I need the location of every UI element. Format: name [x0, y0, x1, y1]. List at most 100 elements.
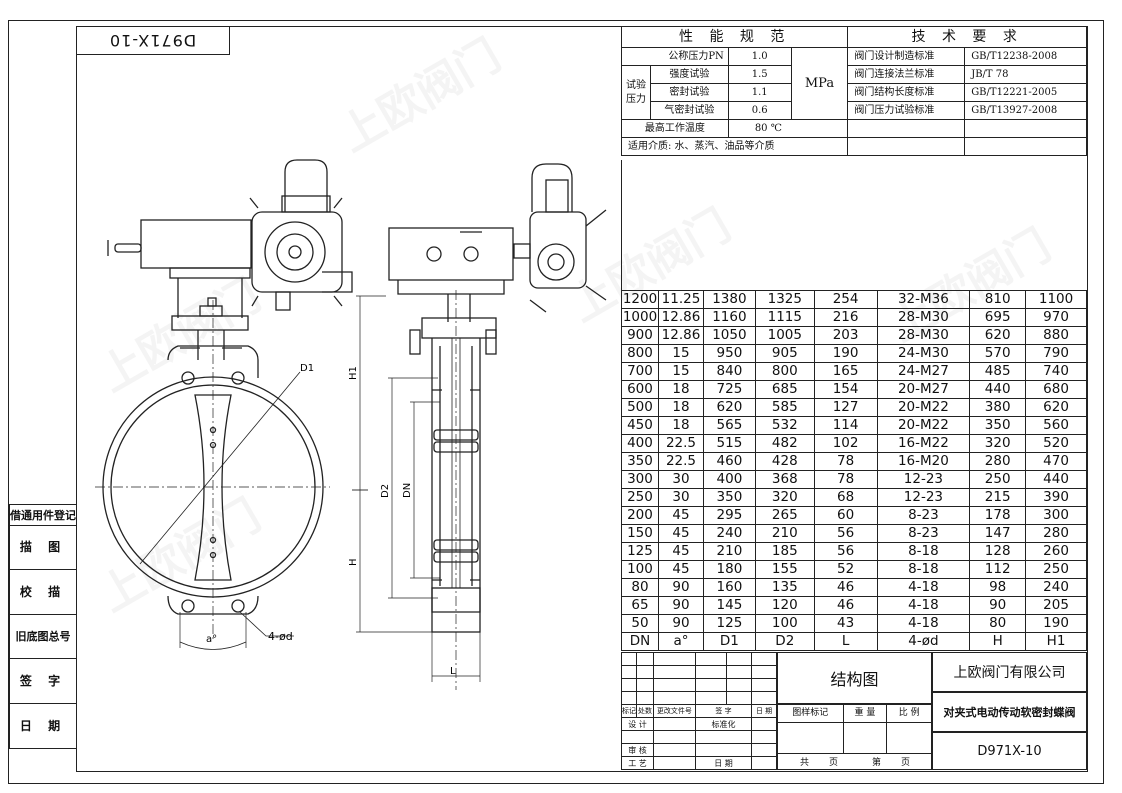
motor-inner — [276, 233, 314, 271]
dim-cell: 56 — [813, 542, 878, 561]
scale-label: 比 例 — [886, 704, 932, 723]
stage-grid: 图样标记 重 量 比 例 — [777, 704, 932, 754]
side-view-drawing: H1 H D2 DN L — [348, 163, 607, 690]
dim-cell: 532 — [754, 416, 815, 435]
dim-cell: 560 — [1025, 416, 1087, 435]
weight-label: 重 量 — [842, 704, 888, 723]
empty-cell — [621, 730, 654, 744]
dim-cell: 810 — [969, 290, 1027, 309]
drawing-code: D971X-10 — [109, 31, 197, 50]
dim-cell: 482 — [754, 434, 815, 453]
dim-cell: 20-M22 — [876, 416, 971, 435]
dim-cell: 440 — [969, 380, 1027, 399]
dim-cell: 22.5 — [657, 434, 704, 453]
drawing-name: 结构图 — [830, 670, 879, 689]
dim-cell: 210 — [754, 524, 815, 543]
dim-cell: 20-M22 — [876, 398, 971, 417]
rev-header: 签 字 — [694, 704, 753, 718]
dim-cell: 45 — [657, 524, 704, 543]
empty-cell — [964, 119, 1087, 138]
dim-cell: 280 — [969, 452, 1027, 471]
empty-cell — [751, 717, 777, 731]
dim-cell: 32-M36 — [876, 290, 971, 309]
dim-cell: 145 — [702, 596, 756, 615]
empty-cell — [964, 137, 1087, 156]
test-group: 试验压力 — [621, 65, 651, 120]
handwheel-stub — [114, 243, 142, 253]
side-label: 日 期 — [9, 703, 77, 749]
dim-cell: 16-M20 — [876, 452, 971, 471]
dim-cell: 350 — [969, 416, 1027, 435]
empty-cell — [621, 652, 637, 666]
dim-cell: 240 — [1025, 578, 1087, 597]
dim-cell: 428 — [754, 452, 815, 471]
dim-cell: 45 — [657, 542, 704, 561]
std-label: 阀门结构长度标准 — [847, 83, 966, 102]
dim-cell: 368 — [754, 470, 815, 489]
rev-header: 处数 — [636, 704, 654, 718]
drawing-border — [76, 26, 1088, 772]
dim-cell: 680 — [1025, 380, 1087, 399]
dim-cell: 216 — [813, 308, 878, 327]
dim-cell: 12-23 — [876, 488, 971, 507]
side-label: 签 字 — [9, 658, 77, 704]
dim-cell: 280 — [1025, 524, 1087, 543]
dim-cell: 880 — [1025, 326, 1087, 345]
actuator-housing — [140, 219, 252, 269]
dim-cell: 725 — [702, 380, 756, 399]
empty-cell — [621, 691, 637, 705]
dim-cell: 900 — [621, 326, 659, 345]
dim-cell: 18 — [657, 380, 704, 399]
spec-label: 密封试验 — [649, 83, 729, 102]
dim-header: 4-ød — [876, 632, 971, 651]
dim-cell: 685 — [754, 380, 815, 399]
dim-cell: 18 — [657, 398, 704, 417]
dim-cell: 485 — [969, 362, 1027, 381]
company-cell: 上欧阀门有限公司 — [932, 652, 1087, 692]
dim-cell: 28-M30 — [876, 326, 971, 345]
product-name: 对夹式电动传动软密封蝶阀 — [943, 706, 1076, 719]
dim-cell: 470 — [1025, 452, 1087, 471]
dim-cell: 80 — [621, 578, 659, 597]
dim-cell: 78 — [813, 470, 878, 489]
empty-cell — [652, 691, 696, 705]
dim-cell: 150 — [621, 524, 659, 543]
dim-cell: 203 — [813, 326, 878, 345]
dim-cell: 12.86 — [657, 308, 704, 327]
sheet-unit: 页 — [901, 758, 911, 768]
dim-cell: 78 — [813, 452, 878, 471]
date-label: 日 期 — [694, 756, 753, 770]
dim-cell: 515 — [702, 434, 756, 453]
dim-D2: D2 — [380, 484, 391, 498]
dim-cell: 46 — [813, 596, 878, 615]
dim-cell: 200 — [621, 506, 659, 525]
dim-cell: 165 — [813, 362, 878, 381]
dim-cell: 190 — [1025, 614, 1087, 633]
empty-cell — [621, 678, 637, 692]
medium: 适用介质: 水、蒸汽、油品等介质 — [620, 137, 849, 156]
dim-cell: 155 — [754, 560, 815, 579]
dim-cell: 68 — [813, 488, 878, 507]
dim-cell: 16-M22 — [876, 434, 971, 453]
spec-unit: MPa — [790, 47, 849, 120]
valve-disc — [194, 394, 232, 581]
dim-cell: 790 — [1025, 344, 1087, 363]
empty-cell — [694, 743, 753, 757]
empty-cell — [652, 743, 696, 757]
dim-cell: 8-18 — [876, 560, 971, 579]
empty-cell — [652, 678, 696, 692]
dim-cell: 80 — [969, 614, 1027, 633]
std-label: 阀门连接法兰标准 — [847, 65, 966, 84]
actuator-side — [388, 227, 514, 281]
dim-cell: 22.5 — [657, 452, 704, 471]
dim-cell: 135 — [754, 578, 815, 597]
title-block: 标记 处数 更改文件号 签 字 日 期 设 计 标准化 审 核 工 艺 日 期 … — [621, 652, 1087, 770]
dim-cell: 1200 — [621, 290, 659, 309]
